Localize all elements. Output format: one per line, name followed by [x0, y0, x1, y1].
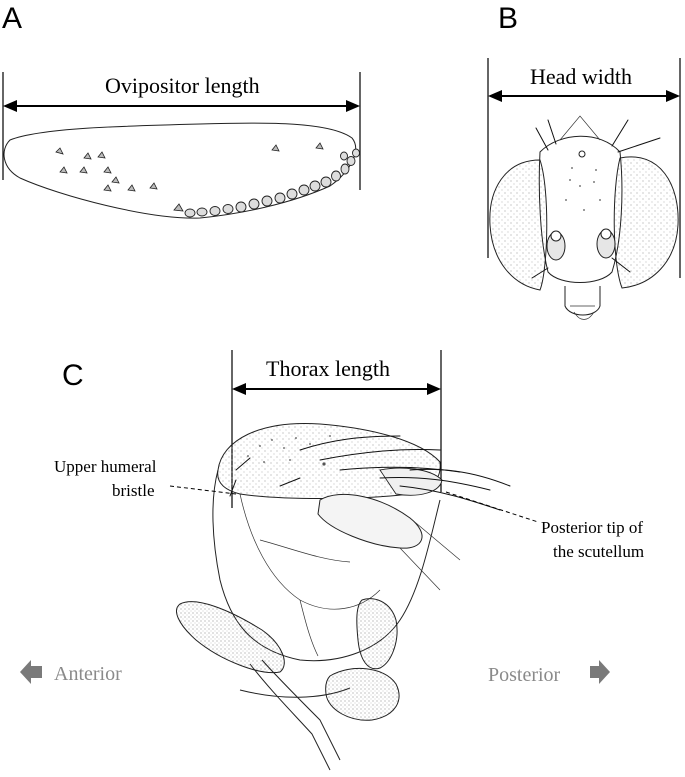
ovipositor-length-label: Ovipositor length	[105, 73, 260, 98]
panel-b-letter: B	[498, 2, 518, 35]
panel-a-letter: A	[2, 2, 22, 35]
ovipositor-illustration	[3, 122, 360, 219]
upper-humeral-label-line2: bristle	[112, 481, 155, 500]
anterior-indicator: Anterior	[20, 660, 122, 685]
upper-humeral-bristle-annotation: Upper humeral bristle	[54, 457, 237, 500]
right-arrow-icon	[590, 660, 610, 684]
thorax-length-label: Thorax length	[266, 356, 390, 381]
fly-head-illustration	[489, 115, 679, 320]
anterior-label: Anterior	[54, 663, 122, 685]
head-width-dimension	[487, 58, 681, 278]
panel-b: B Head width	[487, 2, 681, 320]
left-arrow-icon	[20, 660, 42, 684]
posterior-label: Posterior	[488, 664, 561, 686]
posterior-indicator: Posterior	[488, 660, 610, 686]
panel-c-letter: C	[62, 359, 84, 392]
scutellum-label-line2: the scutellum	[553, 542, 644, 561]
panel-c: C Thorax length	[20, 350, 644, 771]
panel-a: A Ovipositor length	[2, 2, 361, 219]
upper-humeral-label-line1: Upper humeral	[54, 457, 157, 476]
scutellum-tip-annotation: Posterior tip of the scutellum	[445, 491, 644, 561]
scutellum-label-line1: Posterior tip of	[541, 518, 643, 537]
head-width-label: Head width	[530, 64, 632, 89]
ovipositor-length-dimension	[2, 72, 361, 190]
fly-thorax-illustration	[176, 422, 511, 771]
